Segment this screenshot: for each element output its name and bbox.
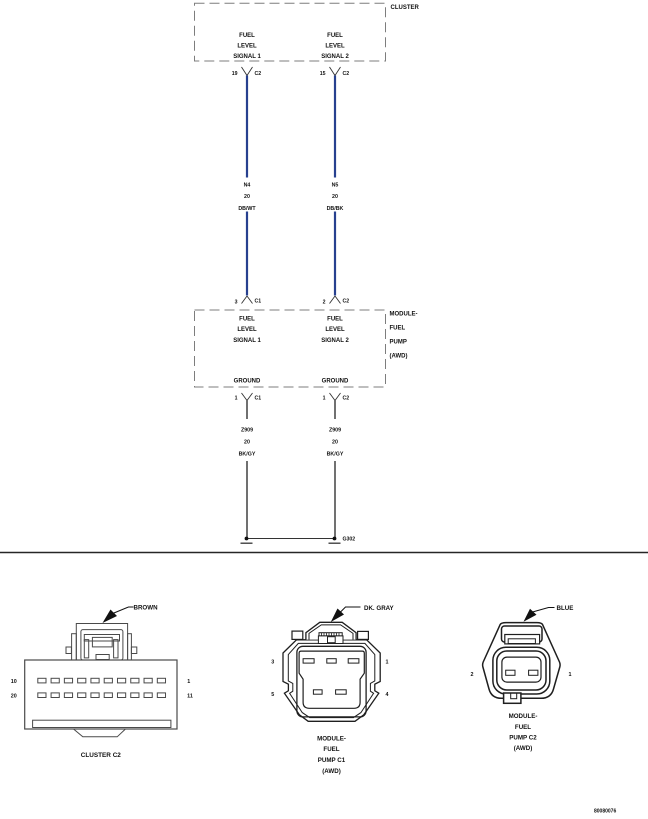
svg-text:BK/GY: BK/GY	[239, 452, 256, 458]
svg-text:PUMP C1: PUMP C1	[318, 757, 346, 764]
svg-text:MODULE-: MODULE-	[390, 312, 418, 318]
svg-text:10: 10	[11, 679, 17, 685]
svg-text:BK/GY: BK/GY	[327, 452, 344, 458]
svg-text:80080076: 80080076	[594, 809, 616, 815]
svg-text:C2: C2	[343, 396, 350, 402]
svg-text:C1: C1	[255, 299, 262, 305]
svg-text:DK. GRAY: DK. GRAY	[364, 605, 395, 612]
svg-text:SIGNAL 2: SIGNAL 2	[321, 338, 349, 344]
svg-text:DB/WT: DB/WT	[238, 206, 256, 212]
svg-text:PUMP: PUMP	[390, 340, 407, 346]
svg-text:LEVEL: LEVEL	[237, 327, 257, 333]
svg-text:C1: C1	[255, 396, 262, 402]
svg-text:SIGNAL 2: SIGNAL 2	[321, 54, 349, 60]
svg-text:MODULE-: MODULE-	[317, 735, 346, 742]
svg-text:3: 3	[271, 660, 274, 666]
svg-text:5: 5	[271, 692, 274, 698]
svg-text:PUMP C2: PUMP C2	[509, 734, 537, 741]
svg-text:Z909: Z909	[329, 428, 341, 434]
svg-text:FUEL: FUEL	[239, 317, 255, 323]
svg-text:1: 1	[187, 679, 190, 685]
svg-text:C2: C2	[343, 71, 350, 77]
svg-text:FUEL: FUEL	[327, 317, 343, 323]
svg-text:4: 4	[386, 692, 389, 698]
svg-text:LEVEL: LEVEL	[325, 327, 345, 333]
svg-text:Z909: Z909	[241, 428, 253, 434]
svg-text:1: 1	[569, 672, 572, 678]
svg-text:1: 1	[235, 396, 238, 402]
svg-text:FUEL: FUEL	[327, 33, 343, 39]
svg-text:2: 2	[471, 672, 474, 678]
svg-text:C2: C2	[255, 71, 262, 77]
svg-text:FUEL: FUEL	[323, 746, 339, 753]
svg-text:20: 20	[332, 440, 338, 446]
svg-text:CLUSTER C2: CLUSTER C2	[81, 752, 122, 759]
svg-text:SIGNAL 1: SIGNAL 1	[233, 338, 261, 344]
svg-text:1: 1	[323, 396, 326, 402]
svg-text:20: 20	[244, 194, 250, 200]
svg-text:FUEL: FUEL	[390, 326, 406, 332]
svg-text:(AWD): (AWD)	[514, 745, 533, 752]
svg-text:C2: C2	[343, 299, 350, 305]
svg-text:19: 19	[232, 71, 238, 77]
svg-text:MODULE-: MODULE-	[509, 713, 538, 720]
svg-text:FUEL: FUEL	[515, 724, 531, 731]
svg-text:BLUE: BLUE	[557, 605, 574, 612]
svg-text:2: 2	[323, 300, 326, 306]
svg-text:15: 15	[320, 71, 326, 77]
svg-text:GROUND: GROUND	[322, 379, 349, 385]
svg-text:20: 20	[244, 440, 250, 446]
svg-text:N4: N4	[244, 183, 251, 189]
svg-text:20: 20	[11, 694, 17, 700]
svg-text:20: 20	[332, 194, 338, 200]
svg-text:3: 3	[235, 300, 238, 306]
svg-text:SIGNAL 1: SIGNAL 1	[233, 54, 261, 60]
svg-text:N5: N5	[332, 183, 339, 189]
svg-text:1: 1	[386, 660, 389, 666]
svg-text:(AWD): (AWD)	[322, 768, 341, 775]
svg-text:FUEL: FUEL	[239, 33, 255, 39]
svg-text:DB/BK: DB/BK	[327, 206, 344, 212]
svg-text:G302: G302	[343, 537, 356, 543]
svg-text:BROWN: BROWN	[134, 605, 159, 612]
svg-text:CLUSTER: CLUSTER	[391, 5, 420, 11]
svg-text:11: 11	[187, 694, 193, 700]
svg-text:LEVEL: LEVEL	[237, 44, 257, 50]
svg-text:(AWD): (AWD)	[390, 354, 408, 360]
svg-text:GROUND: GROUND	[234, 379, 261, 385]
svg-text:LEVEL: LEVEL	[325, 44, 345, 50]
